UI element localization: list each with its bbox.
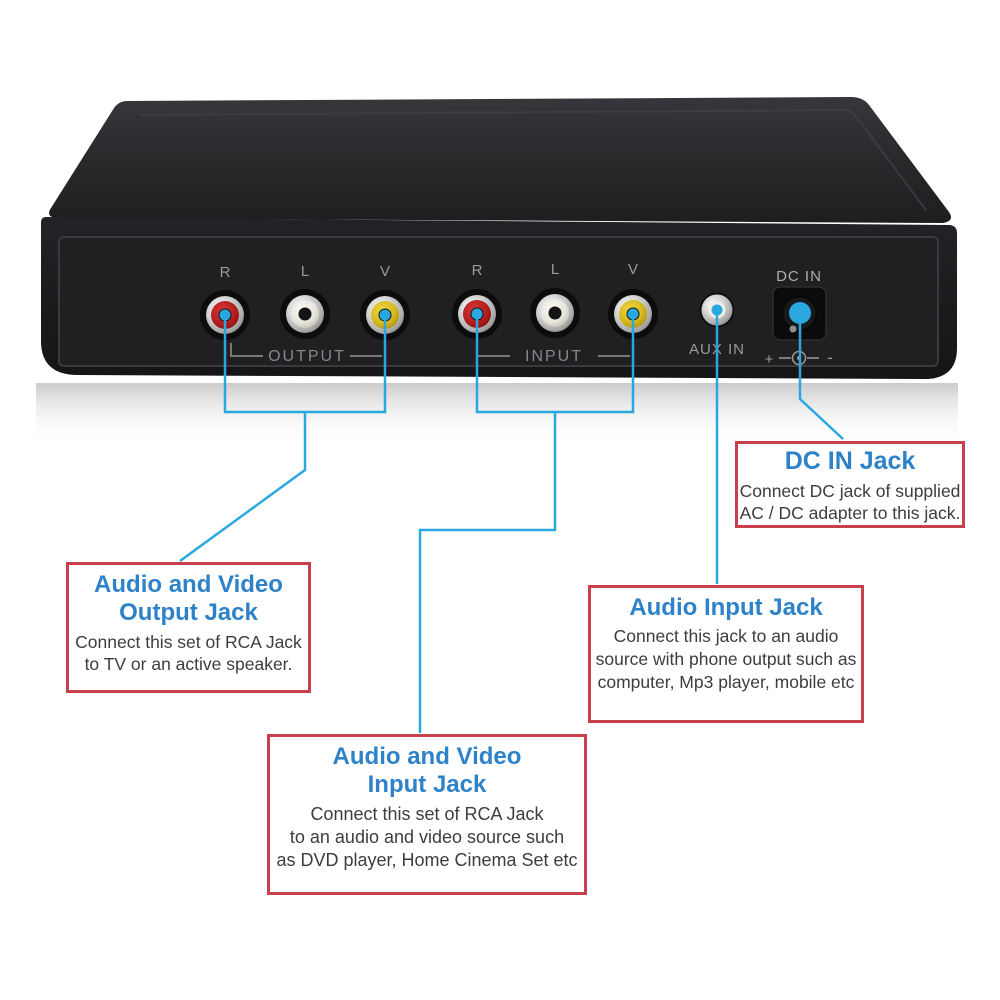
label-input-r: R xyxy=(472,262,483,279)
callout-input-title: Audio and Video Input Jack xyxy=(270,737,584,800)
callout-dc-in-jack: DC IN Jack Connect DC jack of supplied A… xyxy=(735,441,965,528)
label-output-group: OUTPUT xyxy=(268,348,346,365)
dc-polarity-plus: + xyxy=(765,351,774,368)
callout-output-title-line1: Audio and Video xyxy=(94,571,283,598)
callout-output-body-line: to TV or an active speaker. xyxy=(84,654,293,675)
callout-anchor-dots xyxy=(219,302,811,324)
rca-jack-input-left xyxy=(530,288,580,338)
label-output-r: R xyxy=(220,264,231,281)
callout-aux-body-line: Connect this jack to an audio xyxy=(613,626,839,647)
panel-bracket-marks xyxy=(230,343,630,357)
rca-jack-output-left xyxy=(280,289,330,339)
callout-output-body: Connect this set of RCA Jack to TV or an… xyxy=(69,631,308,677)
label-output-l: L xyxy=(301,263,309,280)
callout-output-title: Audio and Video Output Jack xyxy=(69,565,308,628)
input-leader-line xyxy=(418,412,557,733)
callout-aux-title-line1: Audio Input Jack xyxy=(629,594,823,621)
callout-dc-title-line1: DC IN Jack xyxy=(784,447,916,475)
callout-input-body-line: to an audio and video source such xyxy=(289,827,565,848)
device-reflection xyxy=(36,383,958,445)
callout-audio-input-jack: Audio Input Jack Connect this jack to an… xyxy=(588,585,864,723)
label-dc-in: DC IN xyxy=(776,268,822,285)
callout-aux-body-line: source with phone output such as xyxy=(595,649,857,670)
callout-output-body-line: Connect this set of RCA Jack xyxy=(75,631,302,652)
callout-dc-body-line: AC / DC adapter to this jack. xyxy=(739,503,961,524)
callout-dc-title: DC IN Jack xyxy=(738,444,962,477)
callout-input-title-line1: Audio and Video xyxy=(332,743,522,770)
callout-input-body: Connect this set of RCA Jack to an audio… xyxy=(270,803,584,873)
callout-input-jack: Audio and Video Input Jack Connect this … xyxy=(267,734,587,895)
dc-polarity-minus: - xyxy=(827,348,833,367)
callout-aux-title: Audio Input Jack xyxy=(591,588,861,622)
device-top-face xyxy=(49,97,951,223)
callout-input-title-line2: Input Jack xyxy=(367,771,487,799)
callout-aux-body: Connect this jack to an audio source wit… xyxy=(591,625,861,693)
label-output-v: V xyxy=(380,263,390,280)
label-input-v: V xyxy=(628,261,638,278)
label-input-l: L xyxy=(551,261,559,278)
output-leader-line xyxy=(179,412,307,563)
callout-dc-body-line: Connect DC jack of supplied xyxy=(739,480,961,501)
device-top-ridge xyxy=(139,108,927,211)
dc-leader-line xyxy=(798,313,844,440)
callout-lines xyxy=(179,310,844,733)
callout-output-title-line2: Output Jack xyxy=(119,599,258,627)
callout-dc-body: Connect DC jack of supplied AC / DC adap… xyxy=(738,480,962,526)
callout-aux-body-line: computer, Mp3 player, mobile etc xyxy=(597,671,855,692)
callout-input-body-line: Connect this set of RCA Jack xyxy=(310,803,544,824)
callout-input-body-line: as DVD player, Home Cinema Set etc xyxy=(276,850,578,871)
label-input-group: INPUT xyxy=(525,348,583,365)
callout-output-jack: Audio and Video Output Jack Connect this… xyxy=(66,562,311,693)
